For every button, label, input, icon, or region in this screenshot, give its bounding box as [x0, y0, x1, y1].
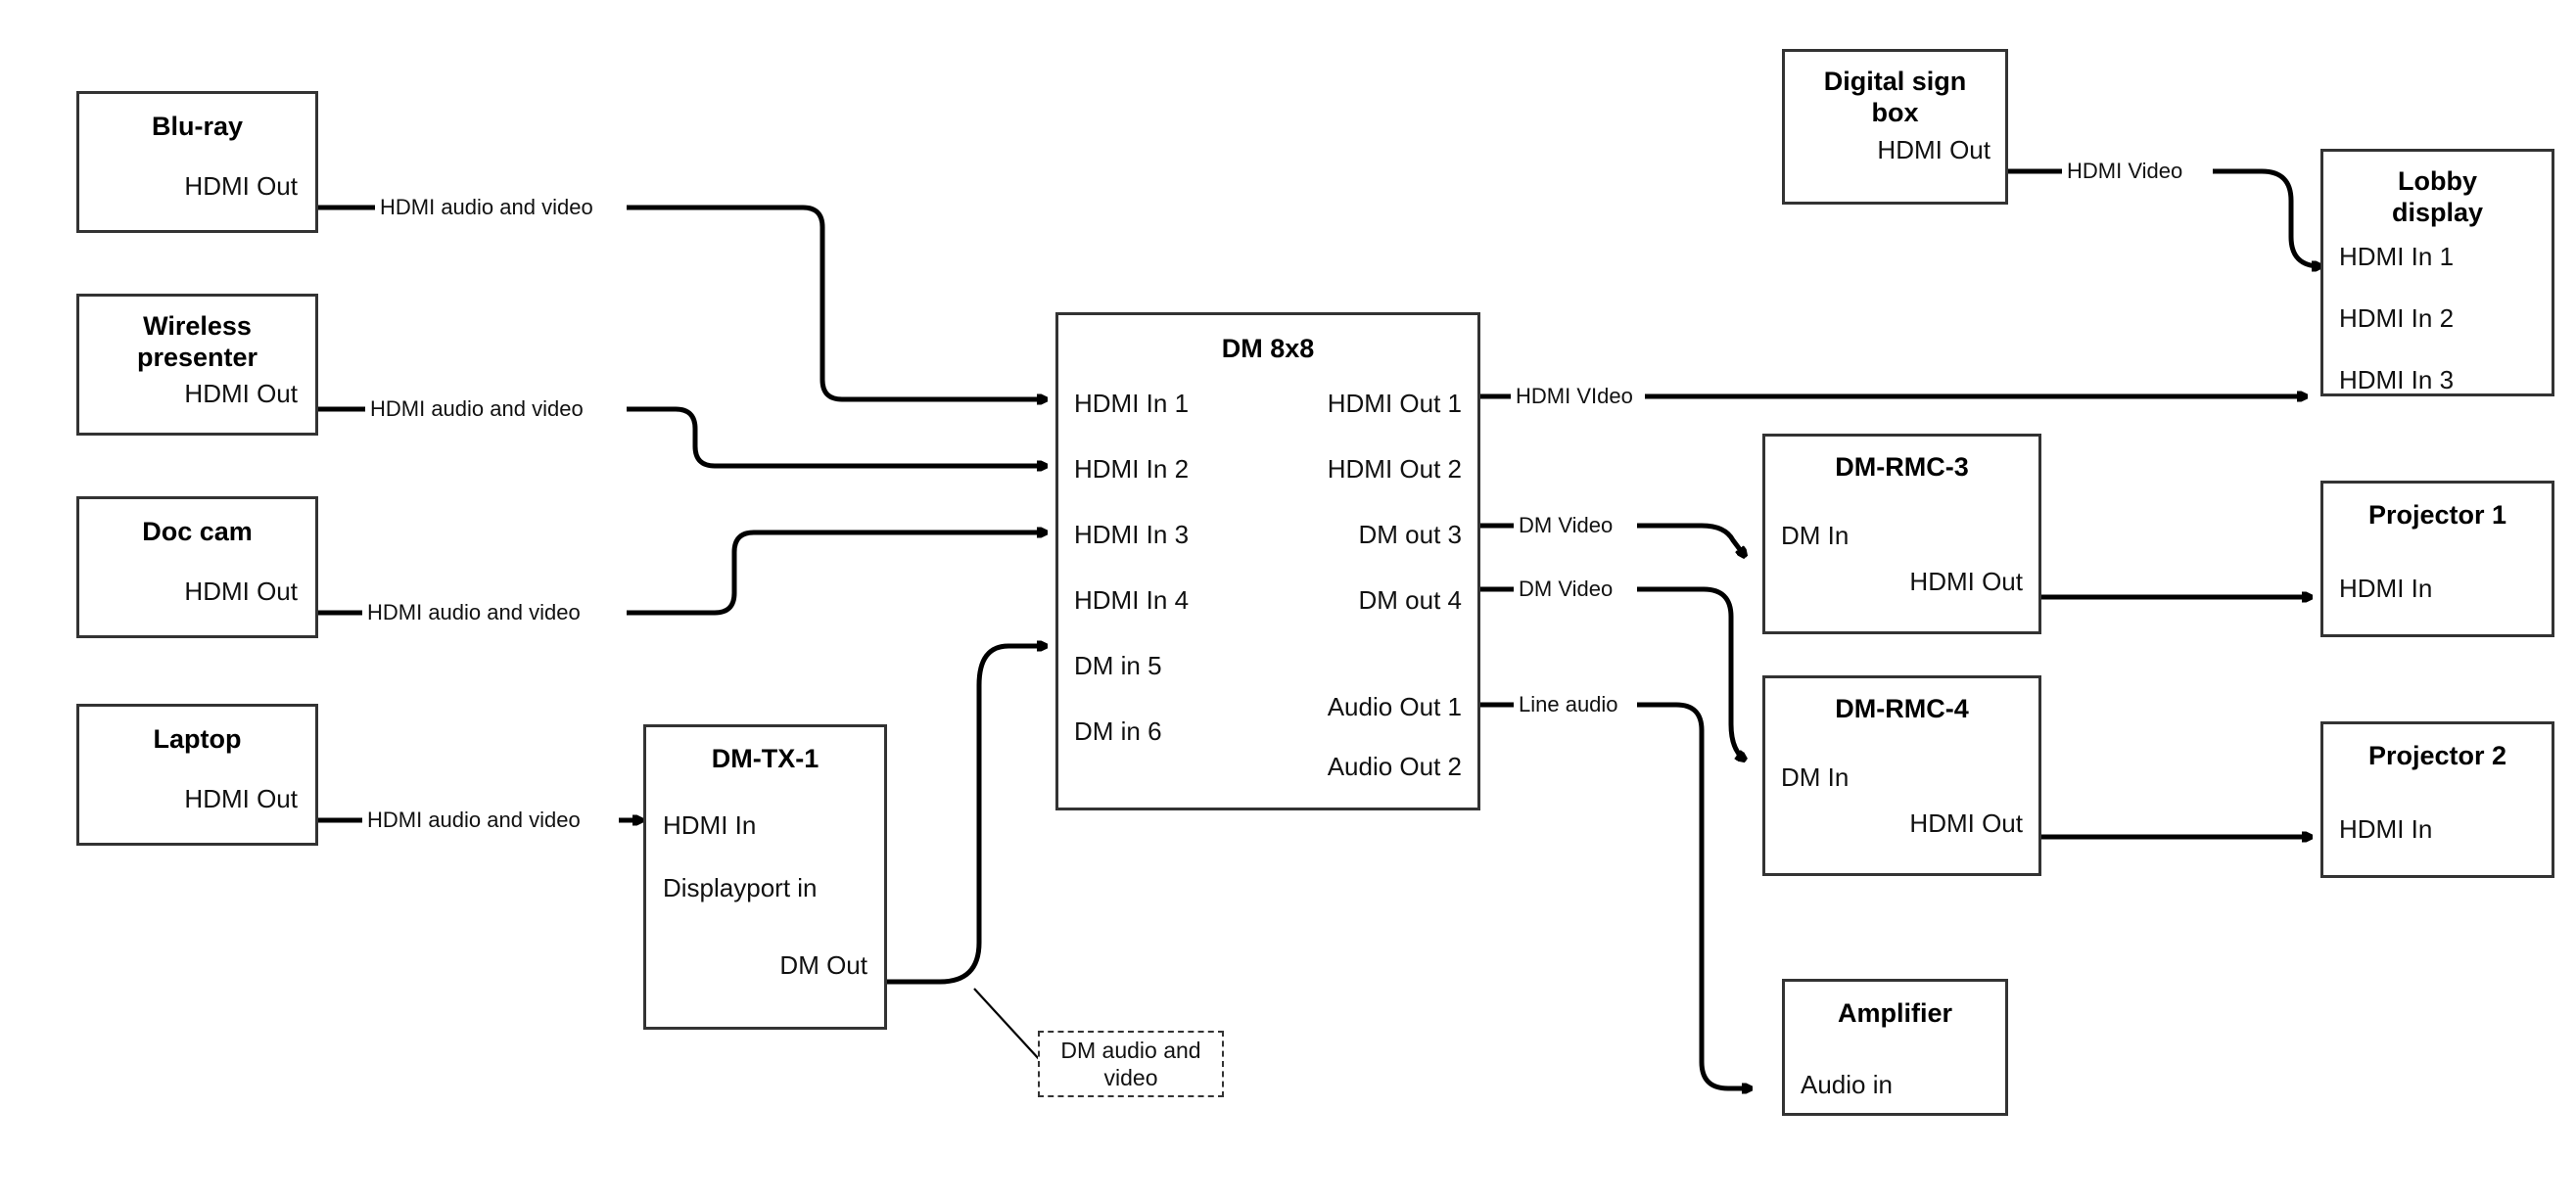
node-title: Blu-ray	[151, 112, 244, 141]
node-wireless-presenter[interactable]: Wireless presenter HDMI Out	[76, 294, 318, 436]
port-hdmi-out[interactable]: HDMI Out	[184, 379, 298, 408]
node-dm-rmc-3[interactable]: DM-RMC-3 DM In HDMI Out	[1762, 434, 2041, 634]
port-hdmi-out-2[interactable]: HDMI Out 2	[1327, 454, 1462, 484]
port-hdmi-in-2[interactable]: HDMI In 2	[1074, 454, 1190, 484]
edge-label-wireless: HDMI audio and video	[365, 397, 588, 421]
callout-text: DM audio and video	[1060, 1038, 1201, 1090]
port-hdmi-in-3[interactable]: HDMI In 3	[1074, 520, 1190, 549]
edge-label-bluray: HDMI audio and video	[375, 196, 598, 219]
node-bluray[interactable]: Blu-ray HDMI Out	[76, 91, 318, 233]
node-dm-8x8[interactable]: DM 8x8 HDMI In 1 HDMI In 2 HDMI In 3 HDM…	[1055, 312, 1480, 810]
node-doc-cam[interactable]: Doc cam HDMI Out	[76, 496, 318, 638]
node-digital-sign-box[interactable]: Digital sign box HDMI Out	[1782, 49, 2008, 205]
node-title: Projector 1	[2367, 500, 2507, 530]
port-dm-in-5[interactable]: DM in 5	[1074, 651, 1162, 680]
port-hdmi-in-1[interactable]: HDMI In 1	[2339, 242, 2455, 271]
node-title: DM-TX-1	[711, 744, 820, 773]
node-title: Wireless presenter	[136, 311, 258, 372]
port-hdmi-in-1[interactable]: HDMI In 1	[1074, 389, 1190, 418]
port-hdmi-out[interactable]: HDMI Out	[184, 577, 298, 606]
port-hdmi-out-1[interactable]: HDMI Out 1	[1327, 389, 1462, 418]
node-projector-1[interactable]: Projector 1 HDMI In	[2320, 481, 2554, 637]
node-title: Lobby display	[2391, 166, 2484, 227]
port-hdmi-in[interactable]: HDMI In	[2339, 574, 2433, 603]
edge-label-dmout4: DM Video	[1514, 577, 1618, 601]
port-dm-in-6[interactable]: DM in 6	[1074, 716, 1162, 746]
port-displayport-in[interactable]: Displayport in	[663, 873, 818, 902]
node-title: Amplifier	[1837, 998, 1953, 1028]
edge-label-hdmiout1: HDMI VIdeo	[1511, 385, 1638, 408]
edge-label-doccam: HDMI audio and video	[362, 601, 585, 624]
port-hdmi-out[interactable]: HDMI Out	[1909, 808, 2023, 838]
port-hdmi-in[interactable]: HDMI In	[663, 810, 757, 840]
node-title: Doc cam	[142, 517, 253, 546]
edge-label-laptop: HDMI audio and video	[362, 808, 585, 832]
port-hdmi-out[interactable]: HDMI Out	[1877, 135, 1991, 164]
node-title: Laptop	[153, 724, 242, 754]
port-dm-out[interactable]: DM Out	[779, 950, 867, 980]
port-hdmi-in-2[interactable]: HDMI In 2	[2339, 303, 2455, 333]
node-dm-tx-1[interactable]: DM-TX-1 HDMI In Displayport in DM Out	[643, 724, 887, 1030]
port-dm-in[interactable]: DM In	[1781, 521, 1850, 550]
node-title: Projector 2	[2367, 741, 2507, 770]
edge-label-dmout3: DM Video	[1514, 514, 1618, 537]
node-laptop[interactable]: Laptop HDMI Out	[76, 704, 318, 846]
node-projector-2[interactable]: Projector 2 HDMI In	[2320, 721, 2554, 878]
port-hdmi-out[interactable]: HDMI Out	[1909, 567, 2023, 596]
node-title: DM-RMC-4	[1835, 694, 1969, 723]
port-hdmi-in-4[interactable]: HDMI In 4	[1074, 585, 1190, 615]
callout-dm-audio-and-video: DM audio and video	[1038, 1031, 1224, 1097]
port-audio-out-1[interactable]: Audio Out 1	[1327, 692, 1462, 721]
node-title: DM-RMC-3	[1835, 452, 1969, 482]
node-lobby-display[interactable]: Lobby display HDMI In 1 HDMI In 2 HDMI I…	[2320, 149, 2554, 396]
port-hdmi-out[interactable]: HDMI Out	[184, 171, 298, 201]
edge-label-signbox: HDMI Video	[2062, 160, 2188, 183]
node-title: Digital sign box	[1823, 67, 1967, 127]
port-dm-out-4[interactable]: DM out 4	[1358, 585, 1463, 615]
port-hdmi-in-3[interactable]: HDMI In 3	[2339, 365, 2455, 394]
edge-label-audioout1: Line audio	[1514, 693, 1623, 716]
node-amplifier[interactable]: Amplifier Audio in	[1782, 979, 2008, 1116]
port-dm-out-3[interactable]: DM out 3	[1358, 520, 1463, 549]
node-title: DM 8x8	[1221, 334, 1315, 363]
port-hdmi-out[interactable]: HDMI Out	[184, 784, 298, 813]
port-hdmi-in[interactable]: HDMI In	[2339, 814, 2433, 844]
node-dm-rmc-4[interactable]: DM-RMC-4 DM In HDMI Out	[1762, 675, 2041, 876]
port-dm-in[interactable]: DM In	[1781, 762, 1850, 792]
port-audio-out-2[interactable]: Audio Out 2	[1327, 752, 1462, 781]
port-audio-in[interactable]: Audio in	[1801, 1070, 1893, 1099]
